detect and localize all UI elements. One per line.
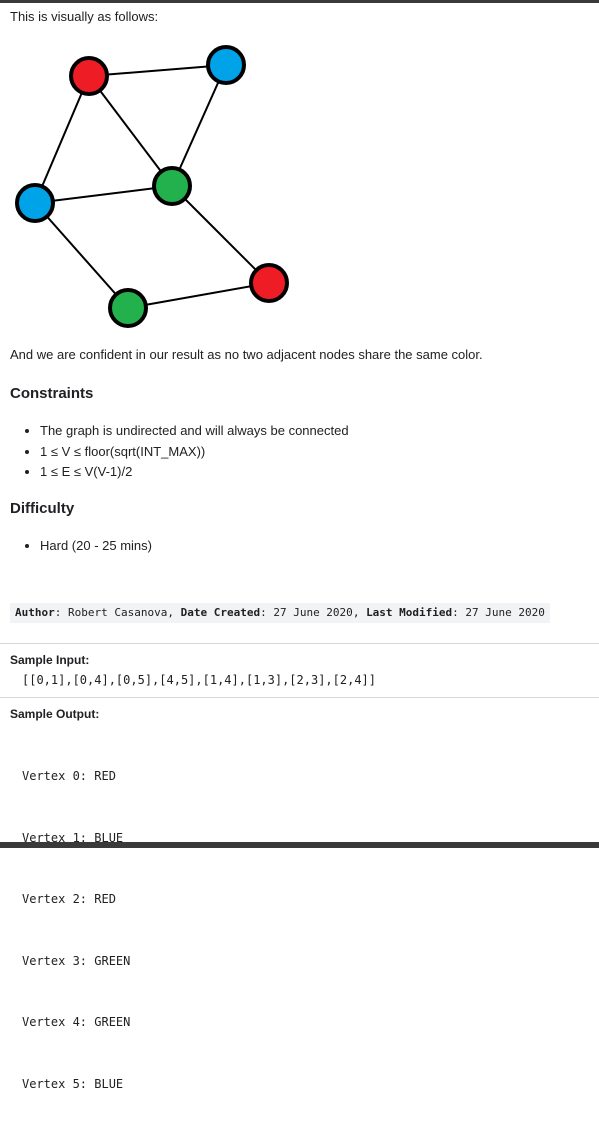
graph-edge xyxy=(34,75,90,204)
graph-node-red xyxy=(69,56,109,96)
output-line: Vertex 4: GREEN xyxy=(22,1015,131,1029)
graph-edge xyxy=(34,185,173,204)
graph-node-blue xyxy=(206,45,246,85)
date-created-label: Date Created xyxy=(180,606,261,619)
metadata-bar: Author: Robert Casanova, Date Created: 2… xyxy=(10,603,550,623)
graph-edge xyxy=(171,185,270,284)
graph-node-red xyxy=(249,263,289,303)
problem-content: This is visually as follows: And we are … xyxy=(0,3,599,1091)
sample-input-code: [[0,1],[0,4],[0,5],[4,5],[1,4],[1,3],[2,… xyxy=(22,673,377,687)
sample-input-label: Sample Input: xyxy=(10,653,90,667)
author-label: Author xyxy=(15,606,55,619)
output-line: Vertex 5: BLUE xyxy=(22,1076,124,1091)
sample-output-label: Sample Output: xyxy=(10,707,100,721)
constraint-item: 1 ≤ V ≤ floor(sqrt(INT_MAX)) xyxy=(40,442,349,463)
graph-illustration xyxy=(15,45,289,328)
graph-node-green xyxy=(152,166,192,206)
divider xyxy=(0,643,599,644)
output-line: Vertex 0: RED xyxy=(22,769,116,783)
last-modified-label: Last Modified xyxy=(366,606,453,619)
graph-edge xyxy=(171,64,227,187)
difficulty-item: Hard (20 - 25 mins) xyxy=(40,536,152,557)
graph-edge xyxy=(34,202,129,309)
constraints-list: The graph is undirected and will always … xyxy=(10,421,349,483)
constraint-item: 1 ≤ E ≤ V(V-1)/2 xyxy=(40,462,349,483)
difficulty-list: Hard (20 - 25 mins) xyxy=(10,536,152,557)
divider xyxy=(0,697,599,698)
graph-edge xyxy=(88,75,173,187)
last-modified-value: 27 June 2020 xyxy=(465,606,545,619)
difficulty-heading: Difficulty xyxy=(10,500,75,517)
graph-edge xyxy=(88,64,227,77)
output-line: Vertex 2: RED xyxy=(22,892,116,906)
graph-node-blue xyxy=(15,183,55,223)
graph-edge xyxy=(127,282,270,309)
constraint-item: The graph is undirected and will always … xyxy=(40,421,349,442)
constraints-heading: Constraints xyxy=(10,385,94,402)
confidence-text: And we are confident in our result as no… xyxy=(10,347,483,362)
sample-output-code: Vertex 0: RED Vertex 1: BLUE Vertex 2: R… xyxy=(22,725,130,1135)
intro-text: This is visually as follows: xyxy=(10,9,159,24)
date-created-value: 27 June 2020 xyxy=(273,606,353,619)
graph-node-green xyxy=(108,288,148,328)
output-line: Vertex 1: BLUE xyxy=(22,830,124,845)
output-line: Vertex 3: GREEN xyxy=(22,953,131,968)
author-name: Robert Casanova xyxy=(68,606,168,619)
